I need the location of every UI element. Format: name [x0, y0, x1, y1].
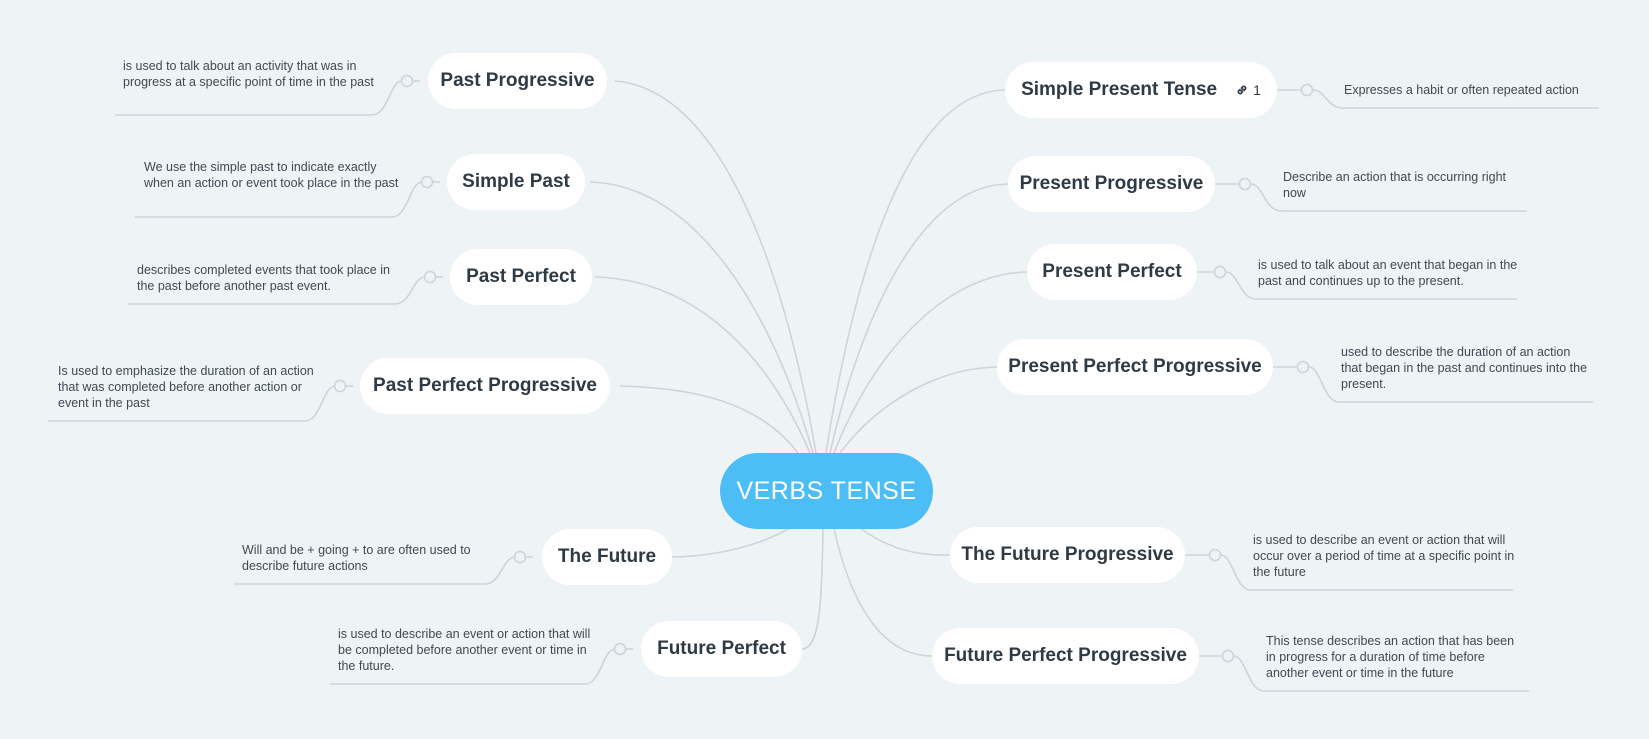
central-topic-label: VERBS TENSE — [736, 476, 917, 505]
note-past-perfect: describes completed events that took pla… — [137, 263, 390, 293]
topic-future-perfect-progressive[interactable]: Future Perfect Progressive — [932, 628, 1199, 684]
topic-the-future[interactable]: The Future — [542, 529, 672, 585]
topic-label: Future Perfect Progressive — [944, 645, 1187, 666]
topic-simple-present-tense[interactable]: Simple Present Tense 1 — [1005, 62, 1277, 118]
topic-present-progressive[interactable]: Present Progressive — [1008, 156, 1215, 212]
topic-past-progressive[interactable]: Past Progressive — [428, 53, 607, 109]
note-present-progressive: Describe an action that is occurring rig… — [1283, 170, 1507, 200]
note-simple-past: We use the simple past to indicate exact… — [144, 160, 399, 190]
link-count: 1 — [1253, 82, 1261, 98]
note-the-future-progressive: is used to describe an event or action t… — [1253, 533, 1515, 579]
topic-label: Present Perfect Progressive — [1008, 356, 1262, 377]
central-topic[interactable]: VERBS TENSE — [720, 453, 933, 529]
topic-label: Present Perfect — [1042, 261, 1182, 282]
topic-label: Past Perfect Progressive — [373, 375, 597, 396]
topic-label: Past Progressive — [440, 70, 595, 91]
topic-label: Future Perfect — [657, 638, 786, 659]
topic-future-perfect[interactable]: Future Perfect — [641, 621, 802, 677]
topic-label: Present Progressive — [1019, 173, 1204, 194]
linked-topic-badge[interactable]: 1 — [1235, 82, 1261, 98]
note-past-perfect-progressive: Is used to emphasize the duration of an … — [58, 364, 314, 410]
topic-label: Simple Present Tense — [1021, 79, 1218, 100]
note-present-perfect: is used to talk about an event that bega… — [1258, 258, 1518, 288]
topic-present-perfect-progressive[interactable]: Present Perfect Progressive — [997, 339, 1273, 395]
note-past-progressive: is used to talk about an activity that w… — [123, 59, 374, 89]
note-the-future: Will and be + going + to are often used … — [242, 543, 471, 573]
note-future-perfect: is used to describe an event or action t… — [338, 627, 591, 673]
note-future-perfect-progressive: This tense describes an action that has … — [1266, 634, 1515, 680]
topic-the-future-progressive[interactable]: The Future Progressive — [950, 527, 1185, 583]
topic-label: The Future Progressive — [961, 544, 1174, 565]
topic-label: Simple Past — [462, 171, 570, 192]
link-icon — [1237, 85, 1247, 95]
topic-label: Past Perfect — [466, 266, 576, 287]
topic-label: The Future — [557, 546, 657, 567]
topic-past-perfect[interactable]: Past Perfect — [450, 249, 592, 305]
note-simple-present-tense: Expresses a habit or often repeated acti… — [1344, 83, 1579, 97]
topic-simple-past[interactable]: Simple Past — [447, 154, 585, 210]
note-present-perfect-progressive: used to describe the duration of an acti… — [1341, 345, 1588, 391]
topic-past-perfect-progressive[interactable]: Past Perfect Progressive — [360, 358, 610, 414]
topic-present-perfect[interactable]: Present Perfect — [1027, 244, 1197, 300]
